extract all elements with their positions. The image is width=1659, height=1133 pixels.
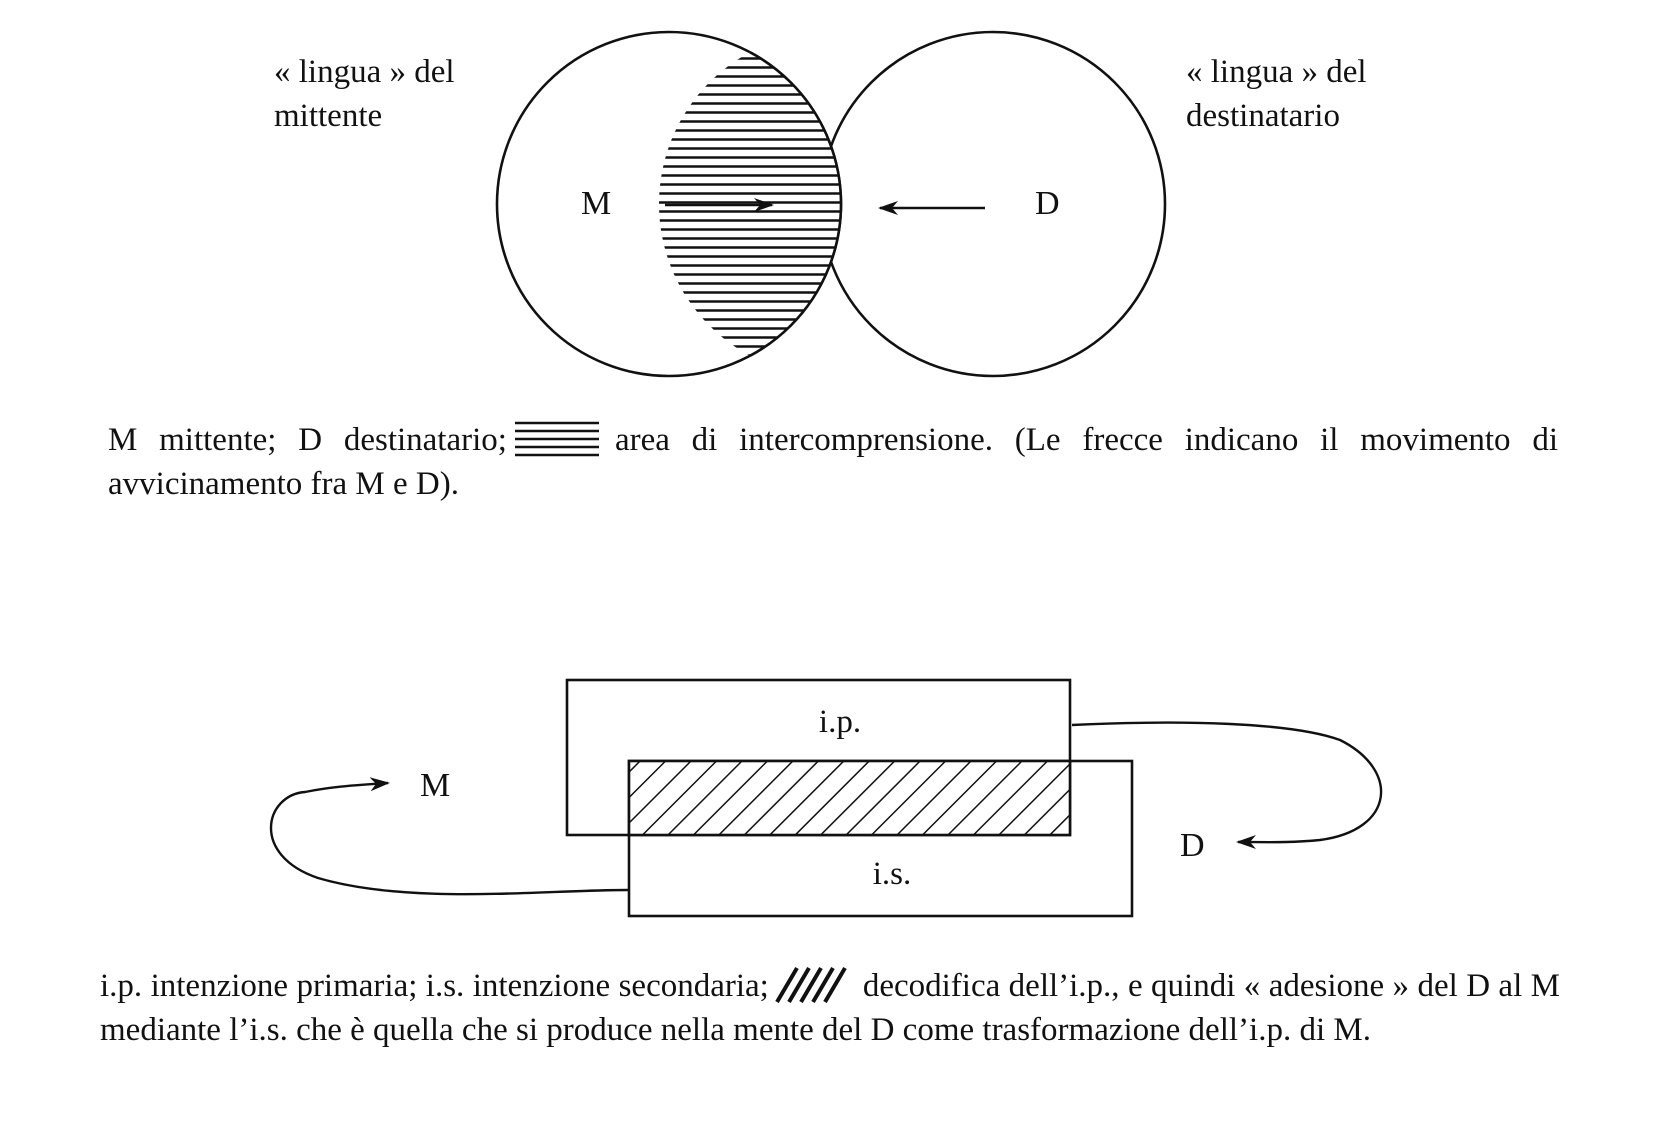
sender-language-label-line1: « lingua » del: [274, 54, 455, 90]
decoding-overlap-area: [627, 759, 1072, 837]
figure1-caption-part2: area di intercomprensione. (Le frecce in…: [108, 422, 1559, 503]
sender-letter: M: [581, 185, 611, 222]
receiver-letter: D: [1035, 185, 1060, 222]
curve-arrow-to-receiver: [1071, 721, 1383, 850]
figure2-caption-part1: i.p. intenzione primaria; i.s. intenzion…: [100, 968, 769, 1004]
secondary-intention-label: i.s.: [873, 856, 912, 892]
curve-arrow-to-sender: [269, 777, 629, 896]
receiver-language-circle: [819, 30, 1167, 378]
intercomprehension-swatch: [513, 419, 601, 459]
decoding-swatch: [775, 966, 849, 1004]
figure1-venn: M D « lingua » del mittente « lingua » d…: [274, 30, 1367, 378]
receiver-language-label-line2: destinatario: [1186, 98, 1340, 134]
figure2-receiver-letter: D: [1180, 827, 1205, 864]
figure1-caption-part1: M mittente; D destinatario;: [108, 422, 507, 458]
figure2-sender-letter: M: [420, 767, 450, 804]
receiver-language-label-line1: « lingua » del: [1186, 54, 1367, 90]
figure2-caption-part2: decodifica dell’i.p., e quindi « adesion…: [100, 968, 1561, 1048]
figure1-caption: M mittente; D destinatario;area di inter…: [108, 418, 1558, 506]
sender-language-label-line2: mittente: [274, 98, 382, 134]
primary-intention-label: i.p.: [819, 704, 861, 740]
figure2-intentions: i.p. i.s. M D: [269, 678, 1383, 918]
figure2-caption: i.p. intenzione primaria; i.s. intenzion…: [100, 964, 1560, 1052]
